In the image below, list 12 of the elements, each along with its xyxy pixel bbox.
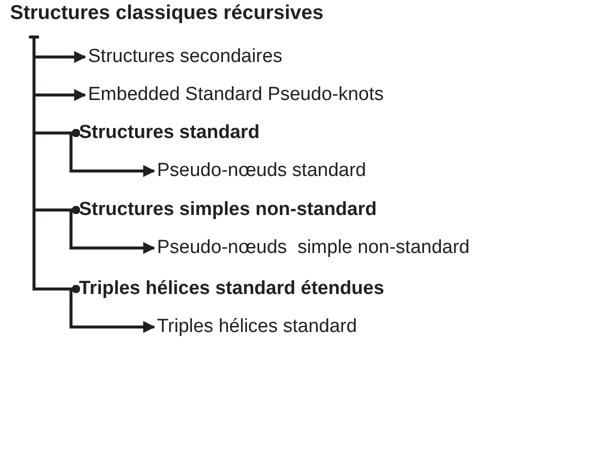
connector-arrow <box>70 208 156 254</box>
item-label: Pseudo-nœuds standard <box>157 158 366 184</box>
connector-arrow <box>70 132 156 177</box>
item-label: Embedded Standard Pseudo-knots <box>88 82 384 108</box>
category-label: Triples hélices standard étendues <box>79 276 384 302</box>
item-label: Triples hélices standard <box>157 314 357 340</box>
tree-title: Structures classiques récursives <box>10 0 324 26</box>
category-label: Structures simples non-standard <box>79 197 377 223</box>
category-label: Structures standard <box>79 120 260 146</box>
connector-arrow <box>70 288 156 333</box>
item-label: Pseudo-nœuds simple non-standard <box>157 235 470 261</box>
item-label: Structures secondaires <box>88 44 282 70</box>
